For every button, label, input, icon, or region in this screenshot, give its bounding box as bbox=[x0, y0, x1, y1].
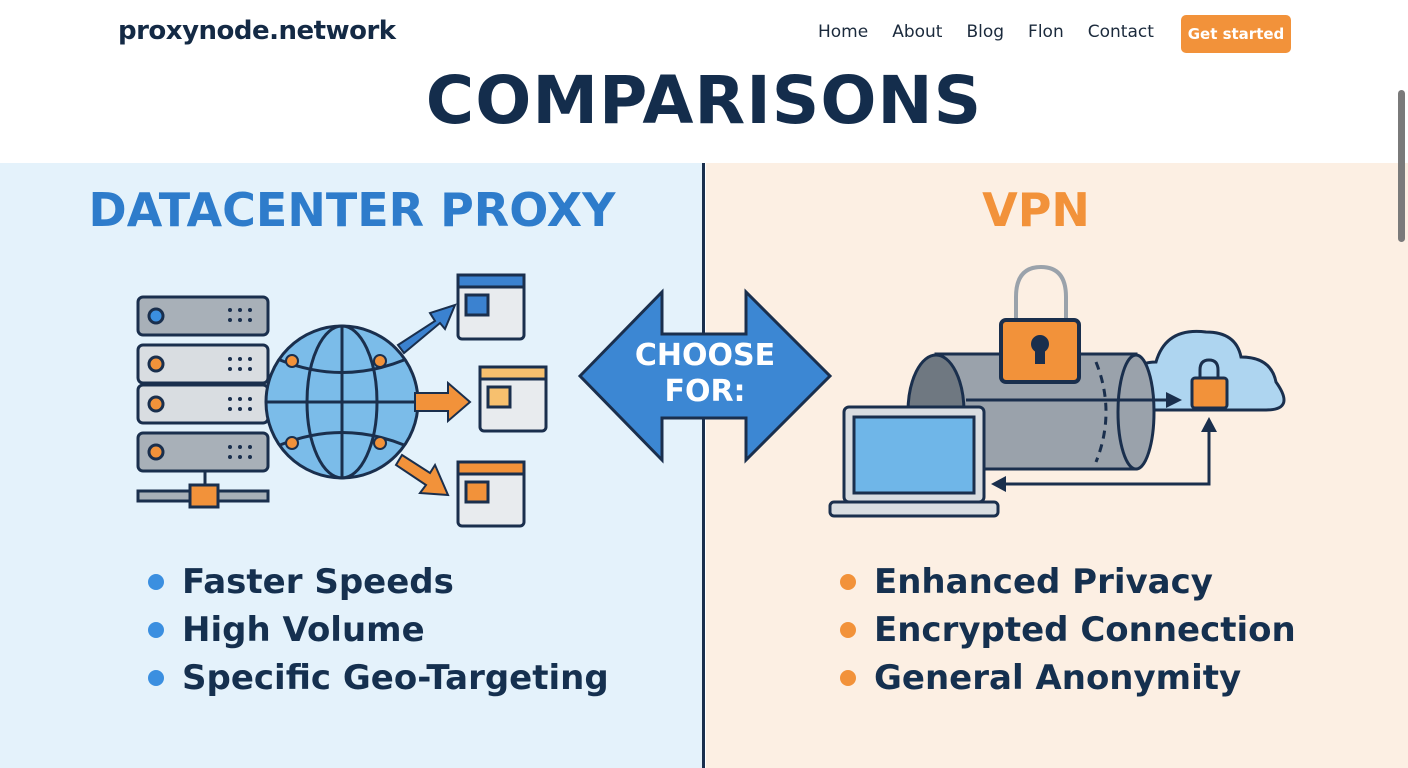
scrollbar-thumb[interactable] bbox=[1398, 90, 1405, 242]
bullet-dot-icon bbox=[840, 670, 856, 686]
nav-contact[interactable]: Contact bbox=[1087, 22, 1154, 42]
vpn-illustration bbox=[828, 264, 1286, 518]
vpn-benefits-list: Enhanced Privacy Encrypted Connection Ge… bbox=[840, 558, 1296, 702]
browser-window-icon bbox=[456, 273, 548, 528]
list-item: High Volume bbox=[148, 606, 609, 654]
server-rack-icon bbox=[136, 295, 270, 509]
laptop-icon bbox=[828, 405, 1000, 518]
bullet-dot-icon bbox=[840, 622, 856, 638]
list-item: Specific Geo-Targeting bbox=[148, 654, 609, 702]
choose-label: CHOOSE bbox=[634, 338, 776, 373]
choose-for-arrow: CHOOSE FOR: bbox=[574, 286, 836, 466]
list-item: Encrypted Connection bbox=[840, 606, 1296, 654]
padlock-icon bbox=[999, 264, 1081, 384]
bullet-dot-icon bbox=[148, 622, 164, 638]
for-label: FOR: bbox=[664, 374, 746, 409]
datacenter-illustration bbox=[136, 273, 548, 528]
list-item: Faster Speeds bbox=[148, 558, 609, 606]
get-started-button[interactable]: Get started bbox=[1181, 15, 1291, 53]
datacenter-benefits-list: Faster Speeds High Volume Specific Geo-T… bbox=[148, 558, 609, 702]
main-nav: Home About Blog Flon Contact bbox=[818, 22, 1178, 42]
nav-flon[interactable]: Flon bbox=[1028, 22, 1064, 42]
list-item: Enhanced Privacy bbox=[840, 558, 1296, 606]
panel-divider bbox=[702, 163, 705, 768]
datacenter-proxy-title: DATACENTER PROXY bbox=[88, 183, 616, 237]
top-header: proxynode.network Home About Blog Flon C… bbox=[0, 0, 1408, 163]
bullet-dot-icon bbox=[148, 574, 164, 590]
nav-blog[interactable]: Blog bbox=[966, 22, 1005, 42]
vpn-title: VPN bbox=[982, 183, 1090, 237]
nav-about[interactable]: About bbox=[892, 22, 943, 42]
site-logo[interactable]: proxynode.network bbox=[118, 16, 396, 46]
list-item: General Anonymity bbox=[840, 654, 1296, 702]
nav-home[interactable]: Home bbox=[818, 22, 869, 42]
bullet-dot-icon bbox=[840, 574, 856, 590]
small-padlock-icon bbox=[1190, 358, 1229, 410]
page-title: COMPARISONS bbox=[425, 62, 983, 139]
globe-icon bbox=[264, 324, 420, 480]
bullet-dot-icon bbox=[148, 670, 164, 686]
